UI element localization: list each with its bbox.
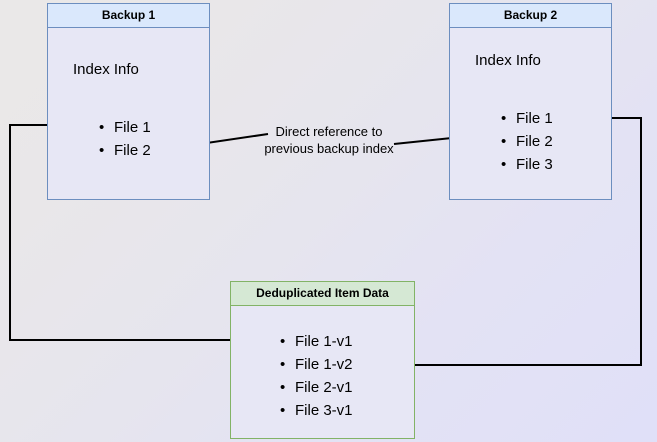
edge-label-direct-reference: Direct reference to previous backup inde… [264, 124, 394, 156]
node-backup-1-header: Backup 1 [48, 4, 209, 28]
node-backup-2-title: Index Info [475, 52, 541, 69]
node-deduplicated-item-data-item-list: File 1-v1 File 1-v2 File 2-v1 File 3-v1 [280, 330, 353, 422]
list-item: File 1-v2 [280, 353, 353, 376]
node-backup-1-item-list: File 1 File 2 [99, 116, 151, 162]
list-item: File 1-v1 [280, 330, 353, 353]
node-deduplicated-item-data[interactable]: Deduplicated Item Data File 1-v1 File 1-… [230, 281, 415, 439]
node-backup-2-header: Backup 2 [450, 4, 611, 28]
list-item: File 3-v1 [280, 399, 353, 422]
node-deduplicated-item-data-header: Deduplicated Item Data [231, 282, 414, 306]
list-item: File 1 [99, 116, 151, 139]
list-item: File 1 [501, 107, 553, 130]
list-item: File 2 [99, 139, 151, 162]
node-backup-2[interactable]: Backup 2 Index Info File 1 File 2 File 3 [449, 3, 612, 200]
list-item: File 2-v1 [280, 376, 353, 399]
list-item: File 2 [501, 130, 553, 153]
node-backup-2-item-list: File 1 File 2 File 3 [501, 107, 553, 176]
list-item: File 3 [501, 153, 553, 176]
node-backup-1-title: Index Info [73, 61, 139, 78]
node-backup-1[interactable]: Backup 1 Index Info File 1 File 2 [47, 3, 210, 200]
